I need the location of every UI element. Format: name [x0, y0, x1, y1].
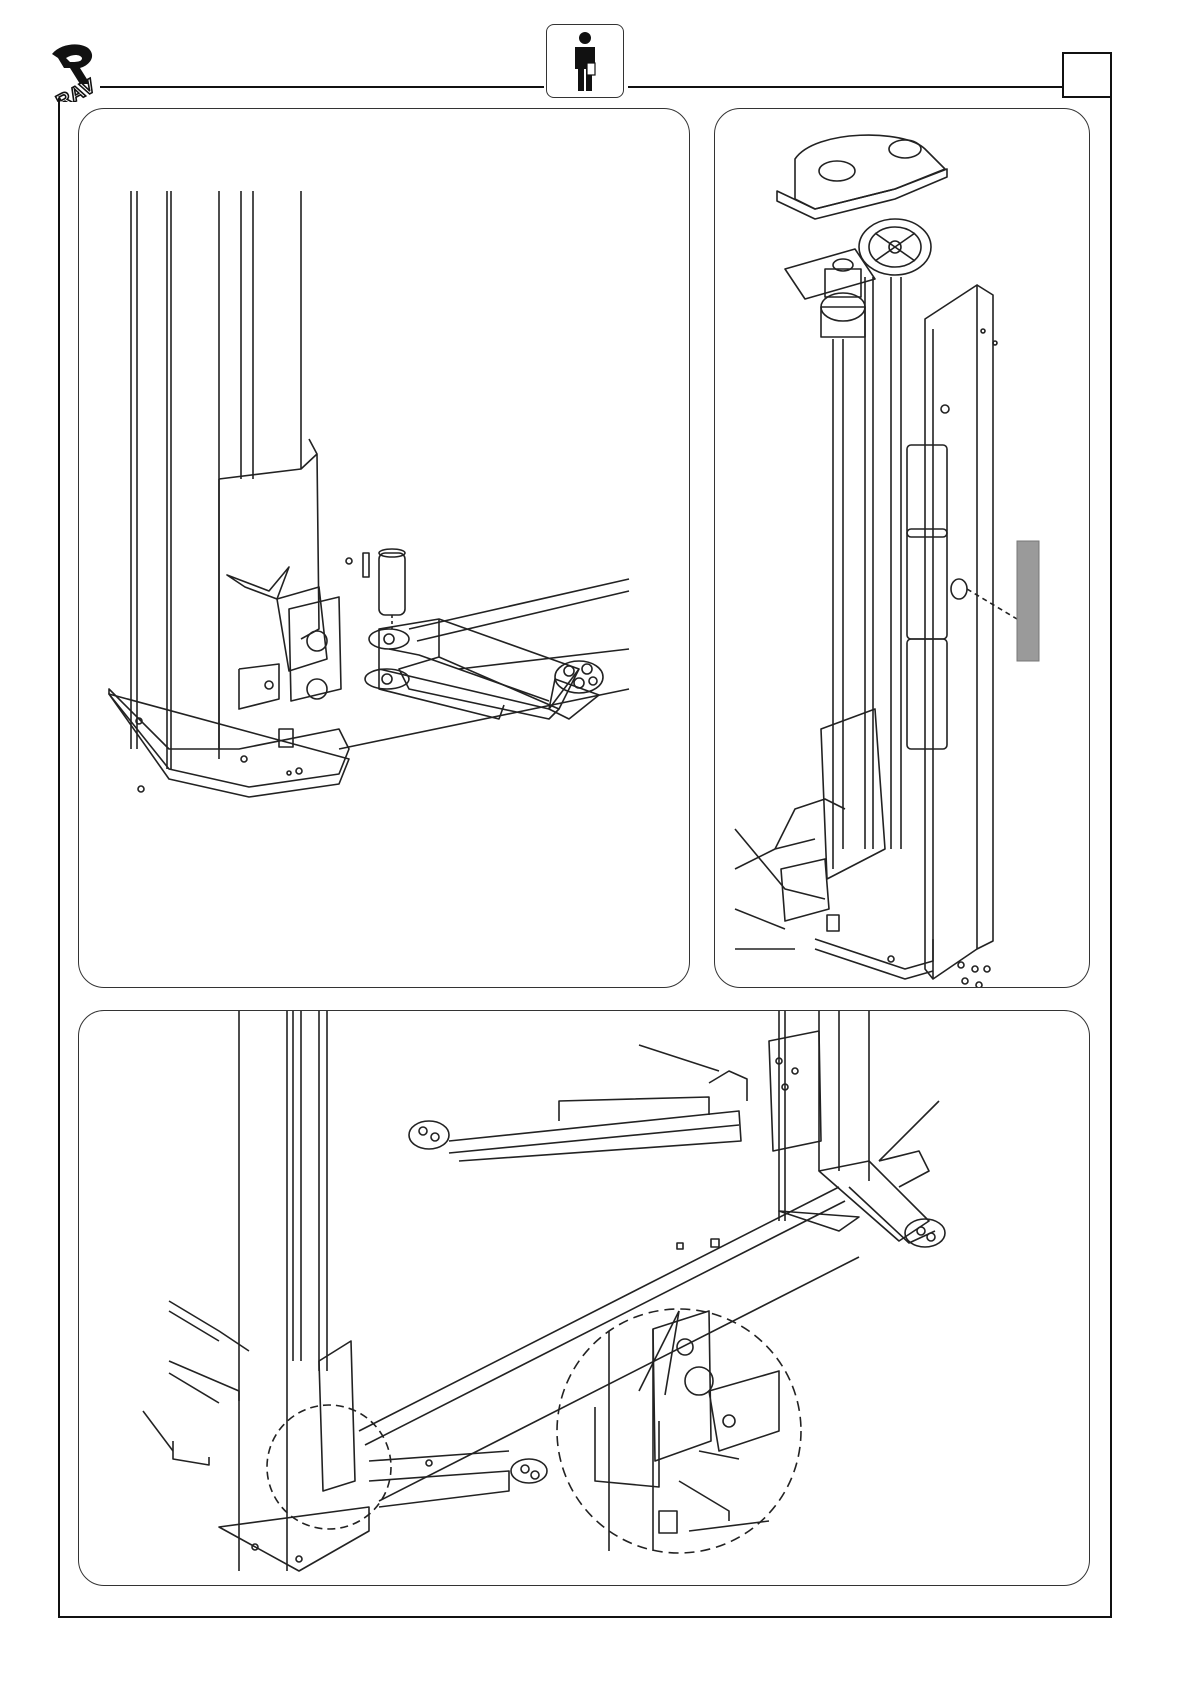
header-rule-right: [628, 86, 1062, 88]
page-number-box: [1062, 52, 1112, 98]
operator-icon-box: [546, 24, 624, 98]
panel-lift-overview: [78, 1010, 1090, 1586]
brand-logo: RAV: [44, 40, 114, 102]
rav-logo-icon: RAV: [44, 40, 114, 102]
header-rule-left: [100, 86, 544, 88]
lift-column-exploded-illustration: [715, 109, 1090, 988]
panel-column-assembly: [714, 108, 1090, 988]
panel-arm-pin-install: [78, 108, 690, 988]
lift-arm-pin-illustration: [79, 109, 690, 988]
person-icon: [547, 25, 623, 97]
two-post-lift-overview-illustration: [79, 1011, 1090, 1586]
